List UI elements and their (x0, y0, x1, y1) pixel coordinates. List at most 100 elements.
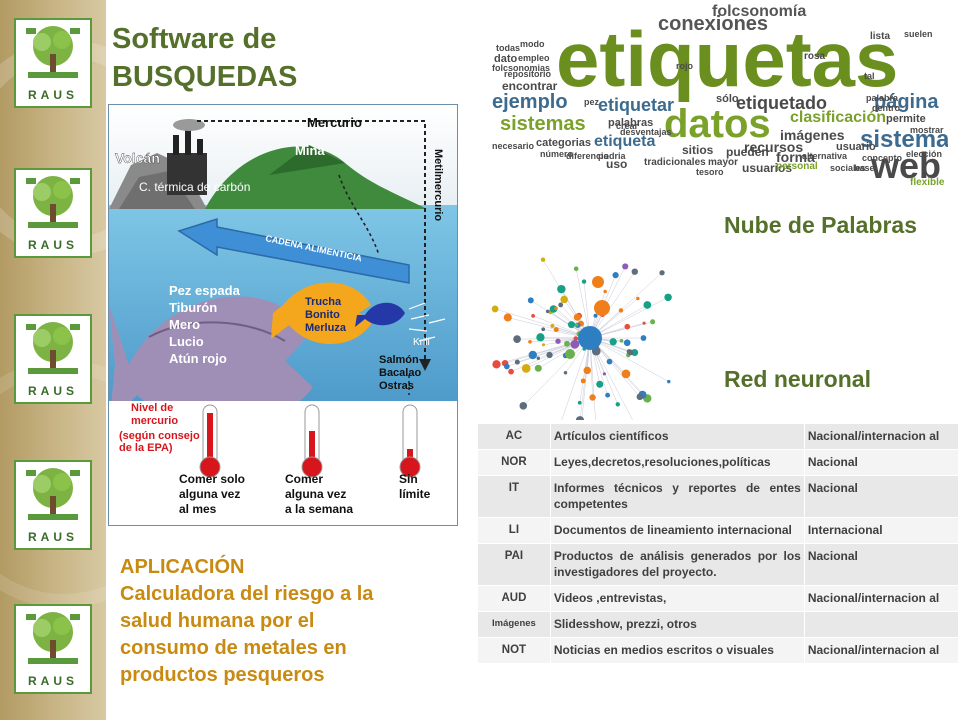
network-node (605, 392, 611, 398)
cloud-word: palabras (608, 117, 654, 129)
tree-puzzle-icon (26, 612, 80, 664)
cloud-word: etiquetar (598, 95, 675, 115)
source-description-cell: Documentos de lineamiento internacional (549, 517, 805, 544)
source-scope-cell (803, 611, 958, 638)
cloud-word: número (540, 149, 574, 159)
cloud-word: concepto (862, 153, 903, 163)
title-line-2: BUSQUEDAS (112, 61, 298, 93)
network-edge (495, 308, 591, 339)
network-edge (589, 271, 635, 339)
raus-logo: RAUS (14, 168, 92, 258)
source-description-cell: Slidesshow, prezzi, otros (549, 611, 805, 638)
cloud-word: sociales (830, 163, 866, 173)
source-code-cell: IT (478, 475, 551, 518)
network-node (650, 319, 656, 325)
raus-logo: RAUS (14, 314, 92, 404)
network-node (508, 368, 514, 375)
cloud-word: pueden (726, 145, 769, 159)
source-code-cell: AC (478, 424, 551, 450)
source-scope-cell: Nacional (803, 449, 958, 476)
cloud-word: usuarios (742, 161, 793, 175)
cloud-word: etiquetado (736, 93, 828, 113)
cloud-word: sistemas (500, 113, 586, 135)
mid-fish-name: Bonito (305, 309, 340, 321)
label-volcan: Volcán (115, 150, 160, 166)
network-edge (579, 337, 591, 420)
cloud-word: dentro (872, 103, 900, 113)
cloud-word: pez (584, 97, 600, 107)
small-fish-name: Salmón (379, 354, 419, 366)
cloud-word: crear (616, 121, 639, 131)
small-fish-name: Bacalao (379, 367, 421, 379)
label-termica: C. térmica de carbón (139, 180, 250, 194)
cloud-word: desventajas (620, 127, 672, 137)
source-scope-cell: Nacional/internacion al (803, 637, 958, 664)
thermometer-caption: al mes (179, 502, 217, 516)
application-heading: APLICACIÓN (120, 556, 245, 578)
cloud-word: conexiones (658, 13, 769, 35)
mid-fish-name: Trucha (305, 296, 342, 308)
cloud-word: sólo (716, 93, 739, 105)
mercury-level-text: mercurio (131, 415, 178, 427)
source-description-cell: Informes técnicos y reportes de entes co… (549, 475, 805, 518)
cloud-word: encontrar (502, 79, 558, 93)
mercury-level-text: Nivel de (131, 402, 173, 414)
cloud-word: usuario (836, 141, 876, 153)
network-node (624, 323, 631, 330)
cloud-word: suelen (904, 29, 933, 39)
cloud-word: folcsonomía (712, 3, 807, 20)
source-description-cell: Videos ,entrevistas, (549, 585, 805, 612)
network-hub-node (565, 349, 575, 359)
big-fish-name: Pez espada (169, 283, 241, 298)
thermometer-caption: alguna vez (179, 487, 240, 501)
network-node (618, 308, 624, 313)
thermometer-caption: Comer (285, 472, 323, 486)
source-scope-cell: Nacional/internacion al (803, 424, 958, 450)
network-node (642, 321, 646, 325)
network-node (603, 289, 607, 294)
network-node (575, 416, 585, 420)
network-node (519, 402, 528, 410)
network-node (596, 380, 604, 388)
thermometer-caption: alguna vez (285, 487, 346, 501)
network-node (528, 339, 532, 344)
network-edge (581, 337, 591, 420)
network-node (636, 393, 644, 401)
network-node (492, 360, 501, 369)
network-node (593, 313, 598, 318)
cloud-word: sitios (682, 143, 714, 157)
network-node (545, 309, 550, 314)
small-fish-name: Ostras (379, 380, 414, 392)
network-node (615, 402, 620, 407)
network-node (623, 339, 631, 347)
title-line-1: Software de (112, 23, 277, 55)
cloud-word: diferencia (566, 151, 609, 161)
network-node (570, 339, 580, 349)
network-node (573, 313, 581, 321)
network-node (546, 351, 553, 359)
cloud-word: datos (664, 102, 771, 146)
network-edge (561, 337, 591, 420)
network-node (573, 266, 579, 272)
network-node (664, 293, 672, 302)
network-node (574, 322, 579, 327)
source-code-cell: NOT (478, 637, 551, 664)
cloud-word: etiquetas (556, 15, 899, 103)
cloud-word: mayor (708, 157, 739, 168)
cloud-word: repositorio (504, 69, 552, 79)
source-description-cell: Noticias en medios escritos o visuales (549, 637, 805, 664)
network-node (557, 284, 566, 294)
network-node (521, 363, 531, 373)
big-fish-name: Mero (169, 317, 200, 332)
label-metilmercurio: Metilmercurio (432, 149, 444, 221)
network-node (541, 327, 546, 332)
label-mercurio: Mercurio (307, 115, 362, 130)
network-node (631, 268, 638, 275)
cloud-word: personal (776, 161, 818, 172)
raus-logo: RAUS (14, 604, 92, 694)
